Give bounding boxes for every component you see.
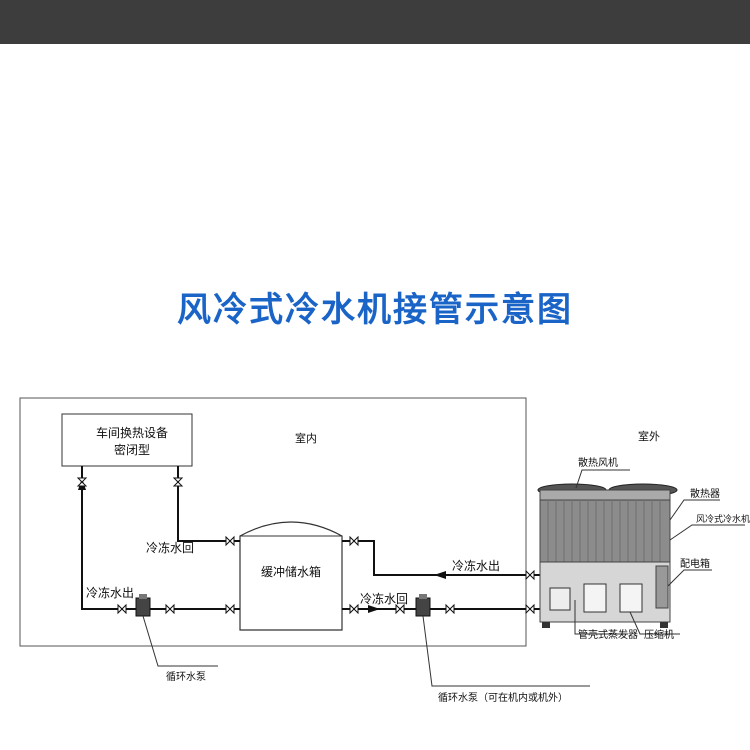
top-bar [0, 0, 750, 44]
fan-leader [575, 469, 630, 489]
supply-pipe-left [81, 490, 240, 610]
valve-4 [349, 535, 359, 547]
evaporator-leader [574, 600, 628, 635]
equipment-label-line2: 密闭型 [114, 442, 150, 457]
label-chiller-unit: 风冷式冷水机 [696, 513, 750, 525]
label-chilled-out-left: 冷冻水出 [86, 585, 134, 600]
buffer-tank-label: 缓冲储水箱 [261, 564, 321, 579]
label-radiator: 散热器 [690, 487, 720, 500]
indoor-label: 室内 [295, 431, 317, 445]
valve-2 [172, 477, 184, 487]
valve-7 [225, 603, 235, 615]
valve-3 [225, 535, 235, 547]
arrow-right-return [368, 605, 380, 613]
indoor-boundary [19, 397, 527, 647]
control-box [655, 565, 669, 609]
valve-5 [117, 603, 127, 615]
control-box-leader [667, 569, 712, 587]
compressor-1 [583, 583, 607, 613]
circ-pump-right [415, 597, 431, 617]
valve-10 [445, 603, 455, 615]
pump-right-leader [422, 615, 590, 687]
circ-pump-right-head [419, 594, 427, 599]
label-chilled-return-bottom: 冷冻水回 [360, 591, 408, 606]
chiller-unit [537, 483, 678, 628]
circ-pump-left [135, 597, 151, 617]
return-pipe-equipment [177, 466, 240, 542]
label-circ-pump-note: 循环水泵（可在机内或机外） [438, 691, 568, 704]
radiator-body [539, 499, 671, 563]
valve-11 [525, 569, 535, 581]
chiller-leader [669, 524, 745, 541]
compressor-2 [619, 583, 643, 613]
valve-6 [165, 603, 175, 615]
label-chilled-return-top: 冷冻水回 [146, 540, 194, 555]
arrow-left-out [434, 571, 446, 579]
label-fan: 散热风机 [578, 456, 618, 469]
page-title: 风冷式冷水机接管示意图 [177, 290, 573, 330]
chiller-top [539, 489, 671, 501]
workshop-equipment-box [61, 413, 193, 467]
label-circ-pump: 循环水泵 [166, 670, 206, 683]
radiator-leader [669, 499, 720, 521]
label-control-box: 配电箱 [680, 557, 710, 570]
compressor-leader [629, 611, 680, 635]
valve-8 [349, 603, 359, 615]
valve-9 [395, 603, 405, 615]
valve-1 [76, 477, 88, 487]
equipment-label-line1: 车间换热设备 [96, 425, 168, 440]
evaporator [549, 587, 571, 611]
label-evaporator: 管壳式蒸发器 [578, 628, 638, 641]
chiller-foot-right [660, 622, 668, 628]
circ-pump-left-head [139, 594, 147, 599]
label-chilled-out-right: 冷冻水出 [452, 558, 500, 573]
label-compressor: 压缩机 [644, 628, 674, 641]
valve-12 [525, 603, 535, 615]
outdoor-label: 室外 [638, 429, 660, 443]
chiller-foot-left [542, 622, 550, 628]
pump-left-leader [142, 615, 218, 667]
